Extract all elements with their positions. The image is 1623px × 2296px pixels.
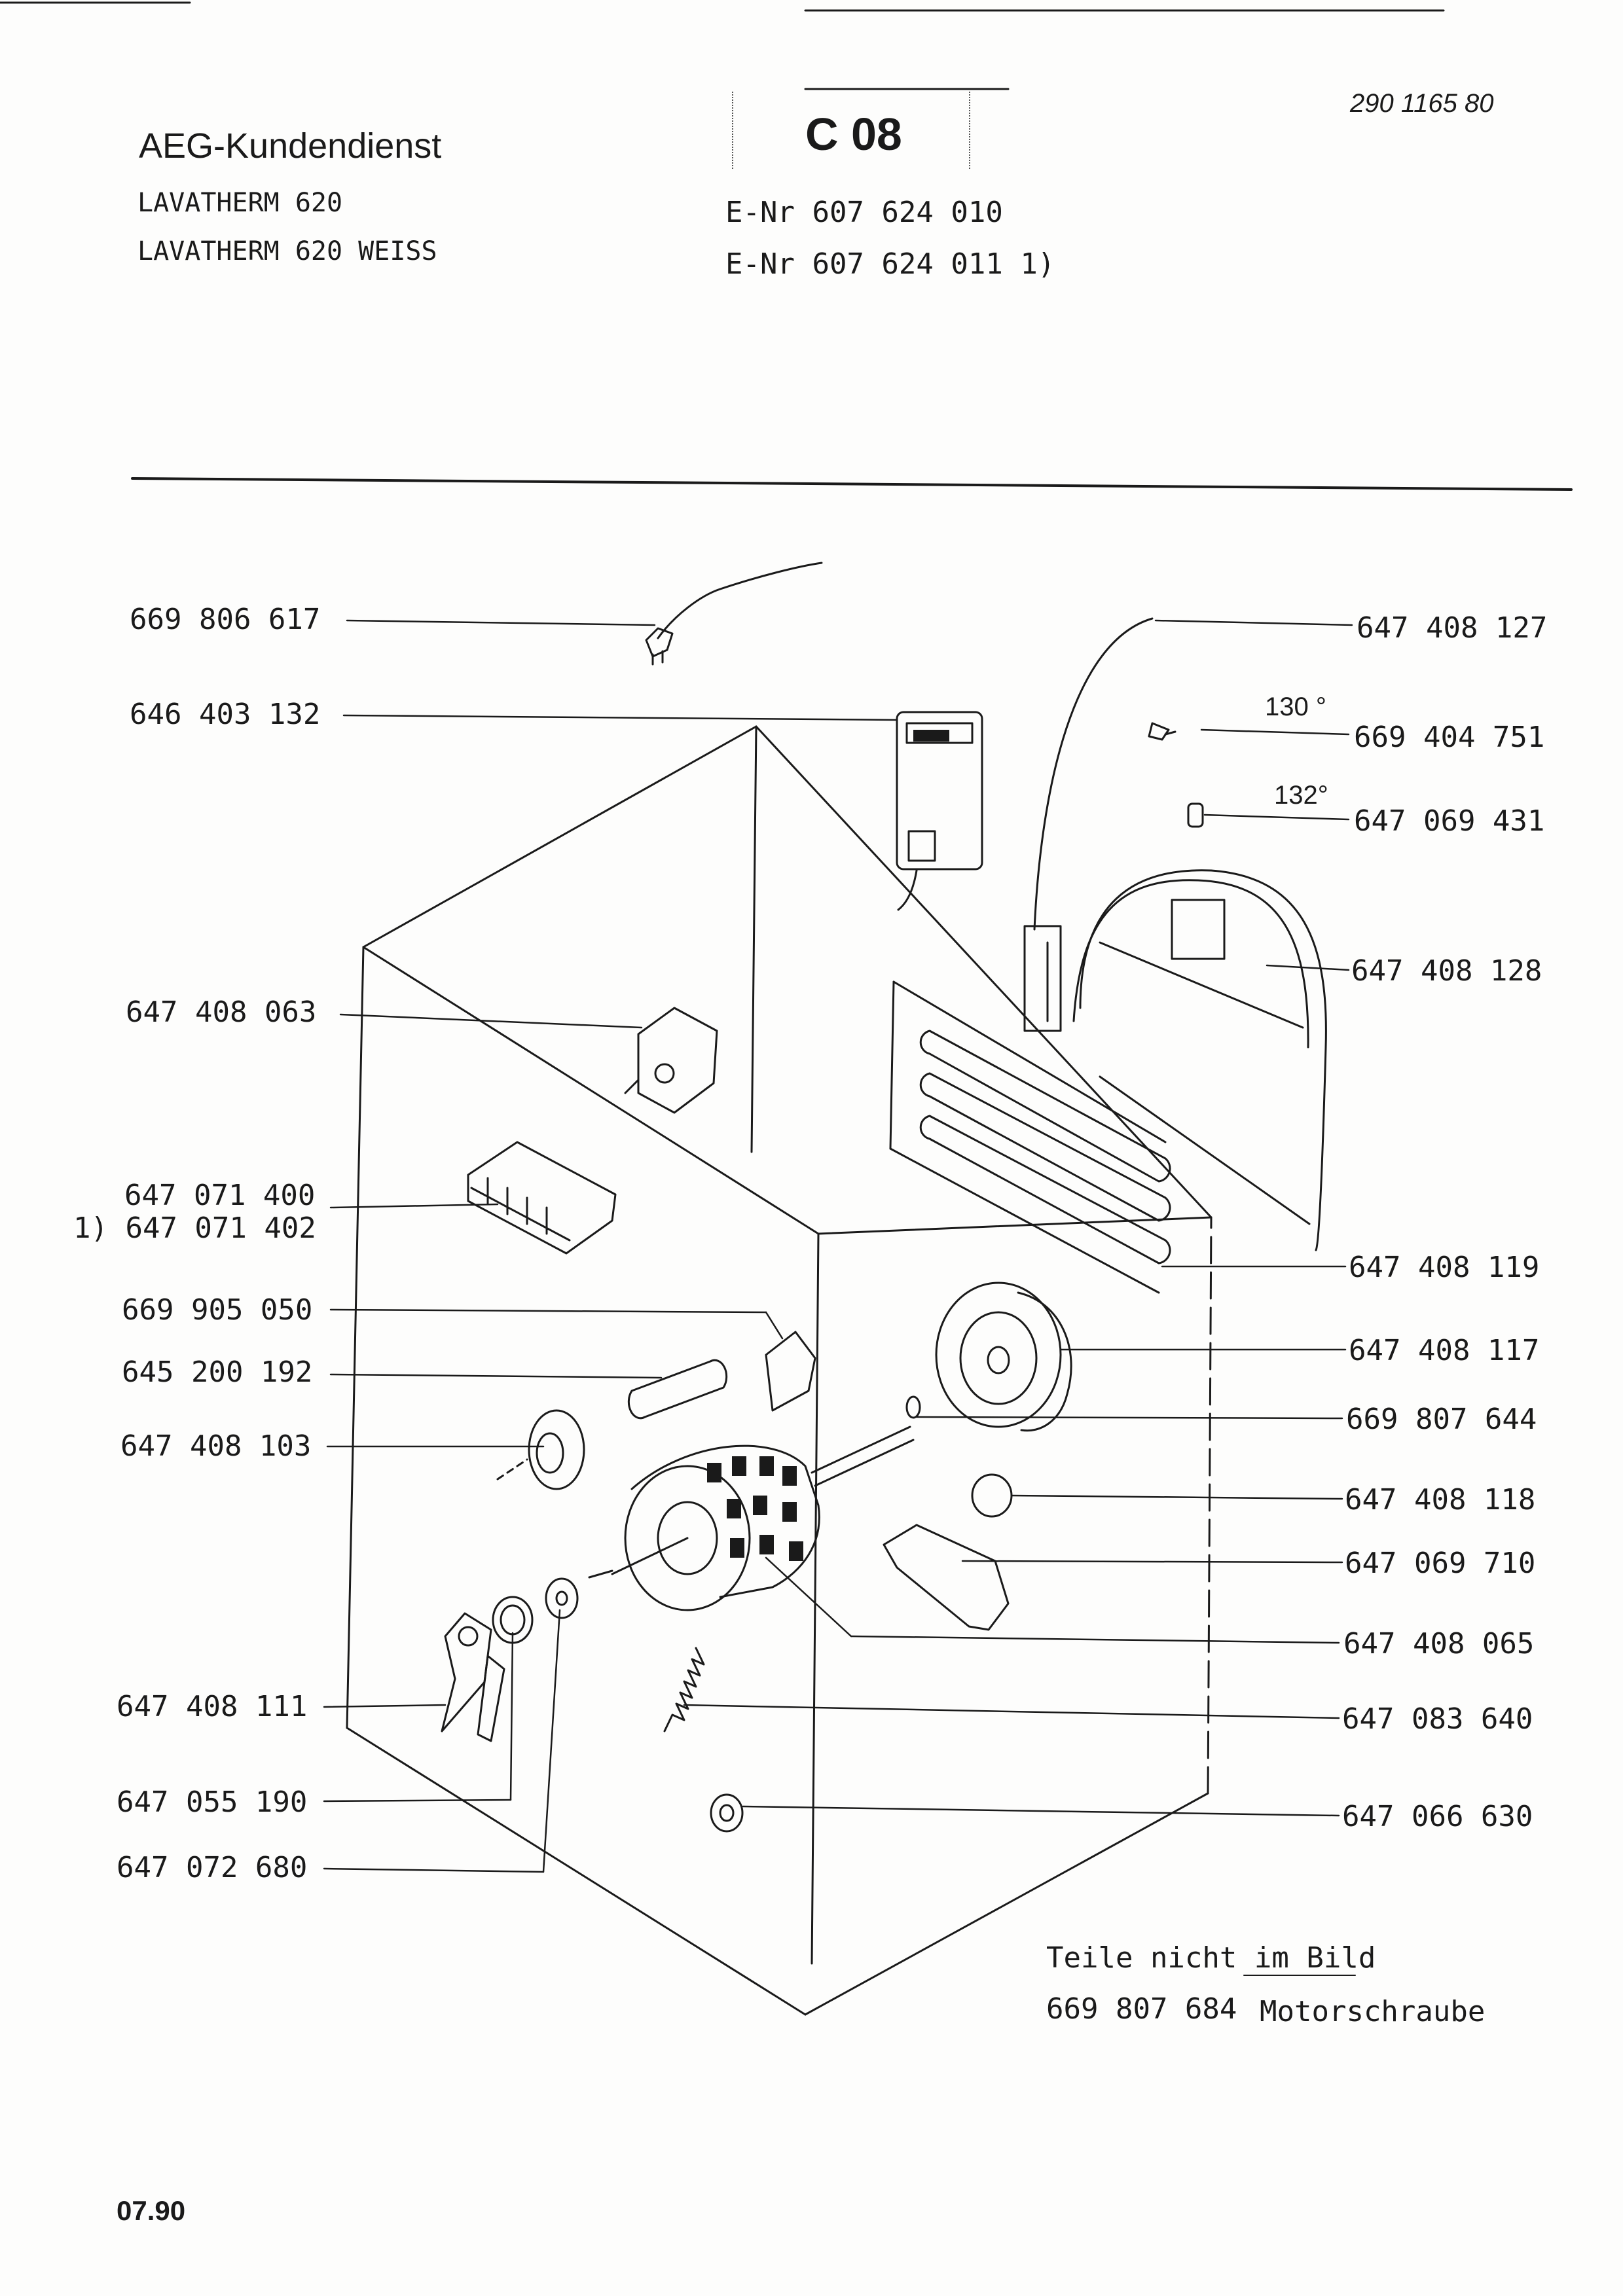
door-switch <box>765 1331 816 1412</box>
part-number-label: 1) 647 071 402 <box>73 1211 316 1245</box>
push-button-switch-bank <box>467 1141 617 1255</box>
motor-slots <box>707 730 949 1561</box>
part-number-label: 669 905 050 <box>122 1293 313 1327</box>
drive-motor <box>588 1426 915 1611</box>
part-number-label: 647 069 431 <box>1354 804 1545 838</box>
part-number-label: 647 408 103 <box>120 1429 312 1463</box>
footnote-heading: Teile nicht im Bild <box>1046 1941 1376 1975</box>
part-number-label: 647 055 190 <box>117 1785 308 1819</box>
motor-bracket <box>441 1612 505 1742</box>
temperature-label: 130 ° <box>1265 692 1326 721</box>
circlip <box>905 1395 921 1419</box>
part-number-label: 669 404 751 <box>1354 721 1545 754</box>
document-number: 290 1165 80 <box>1350 89 1494 118</box>
part-number-label: 669 807 644 <box>1346 1403 1537 1436</box>
model-name: LAVATHERM 620 WEISS <box>137 236 437 266</box>
fan-impeller <box>935 1282 1072 1432</box>
mains-plug <box>645 562 823 666</box>
part-number-label: 647 083 640 <box>1342 1702 1533 1736</box>
interference-suppressor <box>624 1007 718 1114</box>
washer <box>545 1577 579 1619</box>
thermostat-132 <box>1187 802 1204 828</box>
group-code: C 08 <box>805 109 902 160</box>
e-number: E-Nr 607 624 011 1) <box>725 247 1055 281</box>
sensor-element <box>971 1473 1013 1518</box>
door-catch <box>710 1793 744 1833</box>
part-number-label: 647 408 111 <box>117 1690 308 1723</box>
part-number-label: 647 071 400 <box>124 1179 316 1212</box>
part-number-label: 647 408 119 <box>1349 1251 1540 1284</box>
revision-date: 07.90 <box>117 2195 186 2226</box>
part-number-label: 646 403 132 <box>130 698 321 731</box>
temperature-label: 132° <box>1274 781 1328 810</box>
drum-pulley <box>496 1409 585 1490</box>
cabinet-outline <box>346 725 1213 2016</box>
footnote-part-number: 669 807 684 <box>1046 1992 1237 2026</box>
model-name: LAVATHERM 620 <box>137 188 343 218</box>
thermal-fuse-bracket <box>1023 617 1226 1032</box>
part-number-label: 647 069 710 <box>1345 1547 1536 1580</box>
footnote-part-name: Motorschraube <box>1260 1995 1486 2028</box>
part-number-label: 647 072 680 <box>117 1851 308 1884</box>
part-number-label: 669 806 617 <box>130 603 321 636</box>
timer-switch <box>896 711 983 911</box>
part-number-label: 647 408 065 <box>1343 1627 1535 1660</box>
part-number-label: 647 408 063 <box>126 996 317 1029</box>
motor-capacitor <box>627 1359 728 1420</box>
group-code-box <box>732 92 970 169</box>
e-number: E-Nr 607 624 010 <box>725 196 1003 229</box>
brand-title: AEG-Kundendienst <box>139 126 442 166</box>
heater-frame <box>1072 869 1327 1251</box>
header-separator <box>131 477 1573 491</box>
thermostat-130 <box>1148 722 1176 741</box>
heating-element <box>889 980 1171 1294</box>
part-number-label: 647 408 118 <box>1345 1483 1536 1516</box>
belt-guide <box>883 1524 1010 1631</box>
part-number-label: 647 408 117 <box>1349 1334 1540 1367</box>
part-number-label: 647 408 127 <box>1357 611 1548 645</box>
part-number-label: 647 066 630 <box>1342 1800 1533 1833</box>
leader-lines-right <box>683 619 1353 1817</box>
leader-lines-left <box>323 619 898 1873</box>
part-number-label: 645 200 192 <box>122 1355 313 1389</box>
part-number-label: 647 408 128 <box>1351 954 1542 988</box>
tension-spring <box>663 1647 705 1732</box>
